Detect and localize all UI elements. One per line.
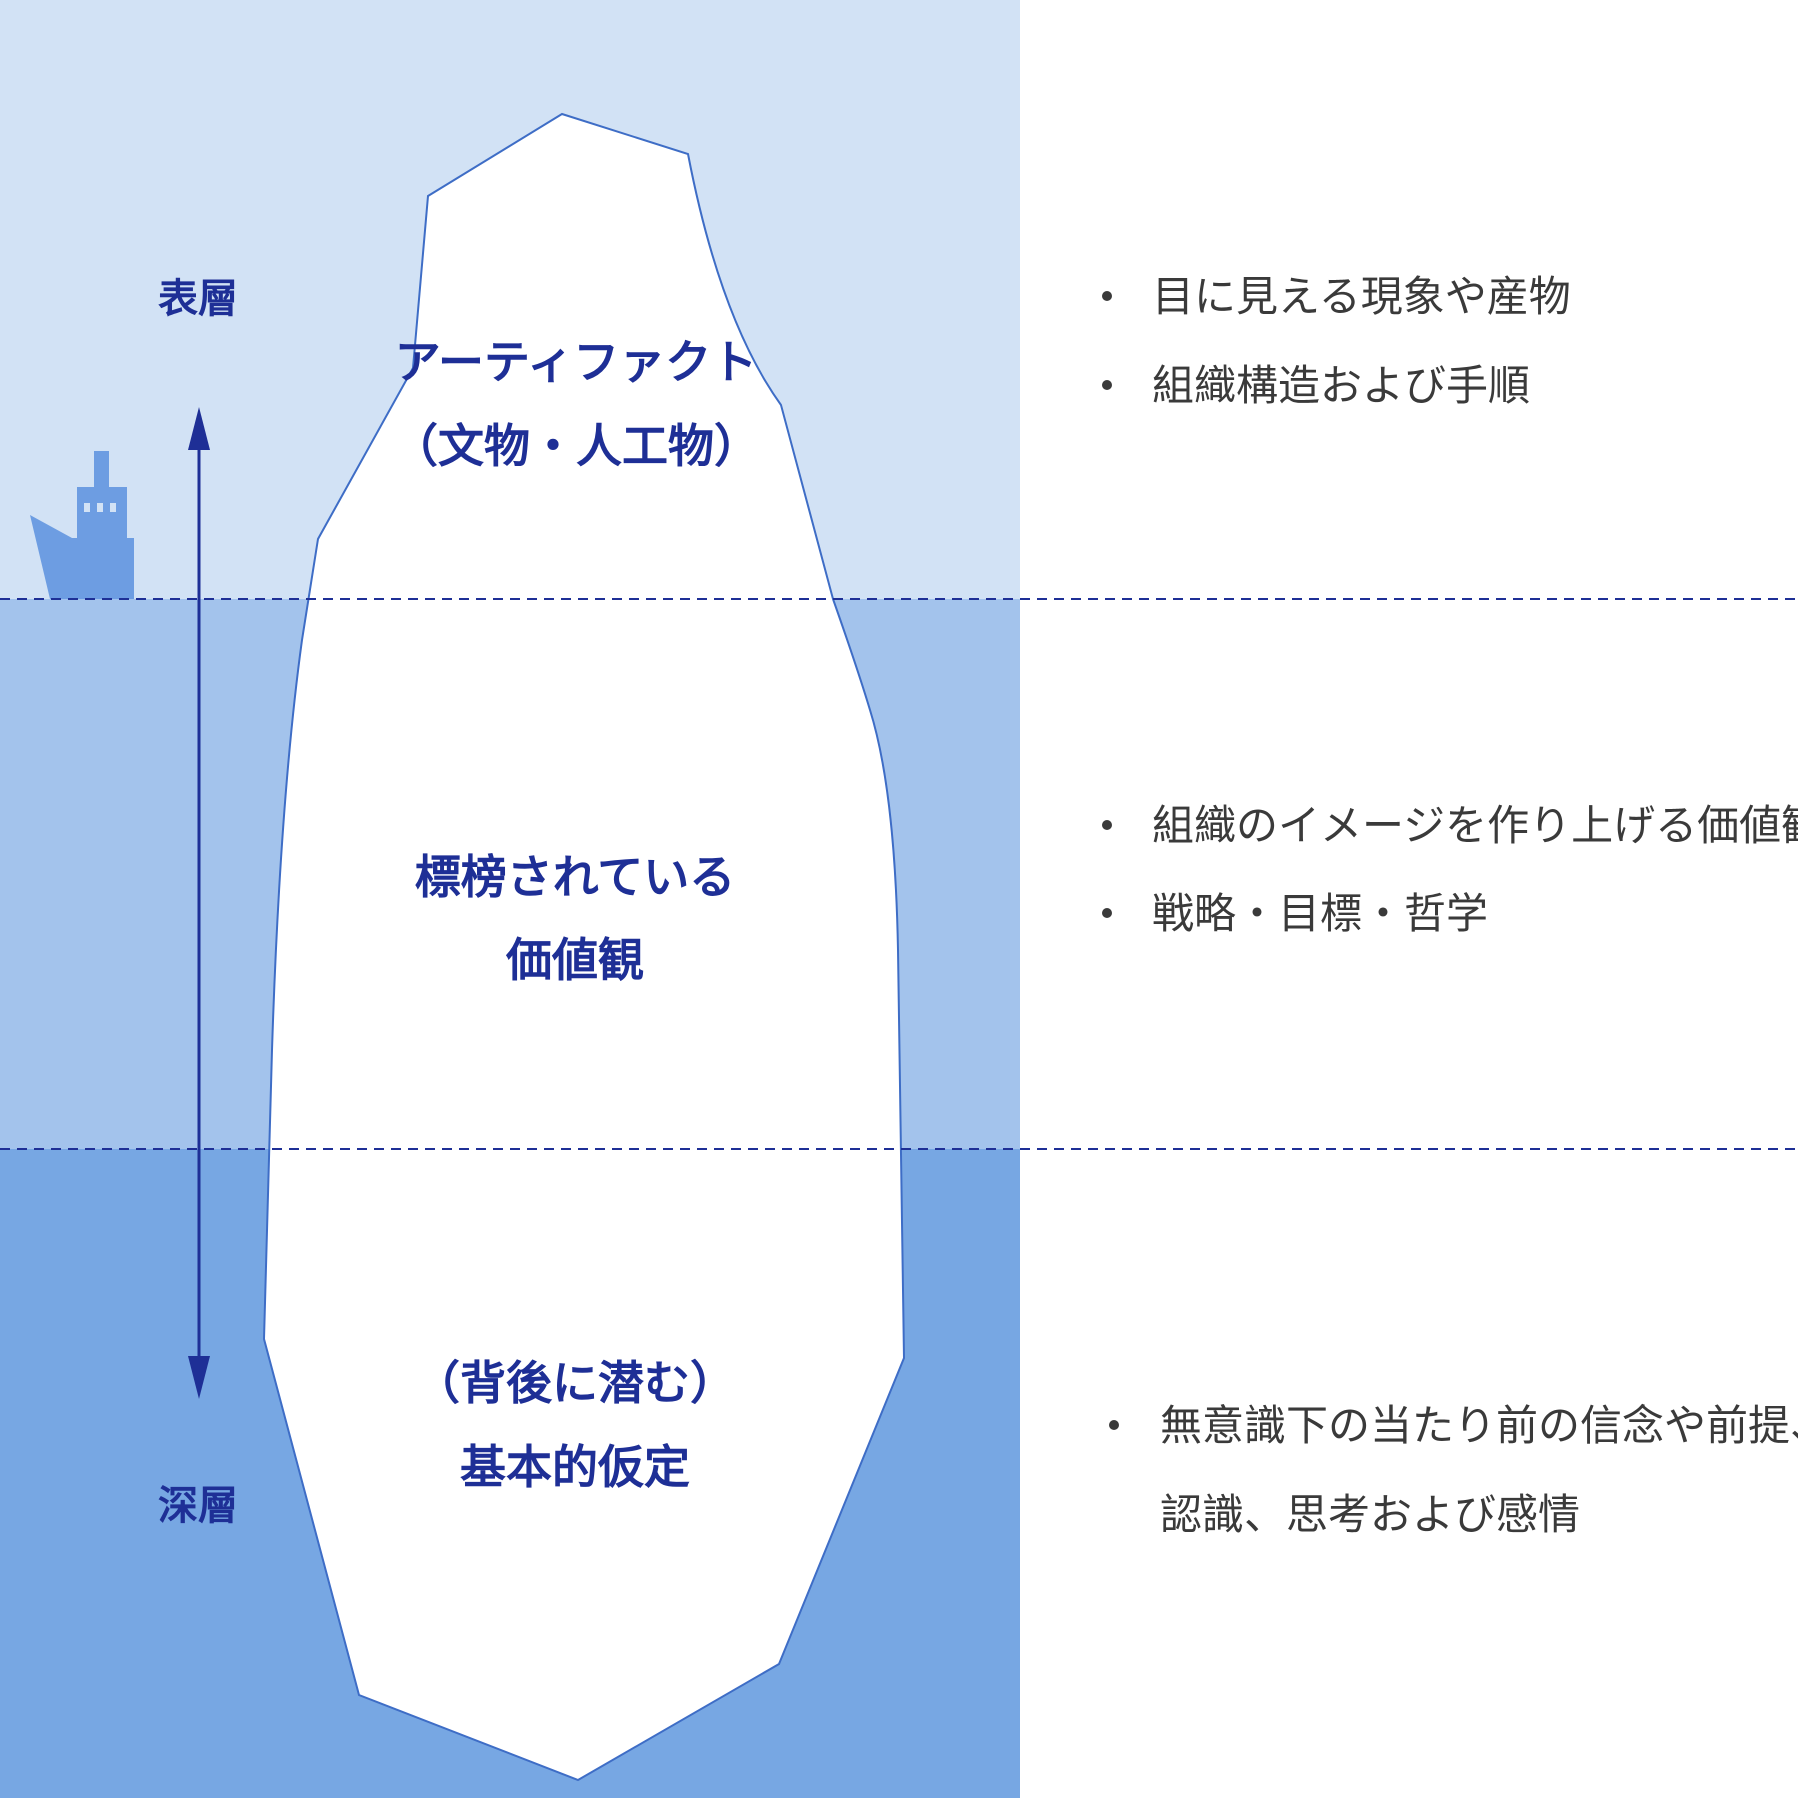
bullet-dot (1102, 908, 1112, 918)
bullet-unconscious-beliefs-line2: 認識、思考および感情 (1160, 1490, 1580, 1539)
bullet-dot (1102, 820, 1112, 830)
basic-assumptions-label-line1: （背後に潜む） (414, 1356, 736, 1410)
espoused-values-label-line2: 価値観 (505, 933, 644, 987)
surface-layer-label: 表層 (158, 276, 238, 322)
bullet-dot (1102, 291, 1112, 301)
espoused-values-label-line1: 標榜されている (415, 850, 736, 904)
bullet-image-values: 組織のイメージを作り上げる価値観 (1152, 801, 1798, 850)
bullet-dot (1102, 380, 1112, 390)
bullet-visible-phenomena: 目に見える現象や産物 (1152, 272, 1571, 321)
artifacts-label-line1: アーティファクト (395, 335, 757, 389)
ship-icon (30, 451, 134, 599)
iceberg-shape (262, 112, 906, 1782)
double-headed-vertical-arrow-icon (188, 407, 210, 1399)
bullet-strategy-goals: 戦略・目標・哲学 (1152, 889, 1488, 938)
basic-assumptions-label-line2: 基本的仮定 (460, 1440, 690, 1494)
artifacts-label-line2: （文物・人工物） (392, 419, 760, 473)
deep-layer-label: 深層 (158, 1483, 238, 1529)
bullet-dot (1109, 1420, 1119, 1430)
bullet-unconscious-beliefs-line1: 無意識下の当たり前の信念や前提、 (1160, 1401, 1798, 1450)
bullet-org-structure: 組織構造および手順 (1152, 361, 1530, 410)
